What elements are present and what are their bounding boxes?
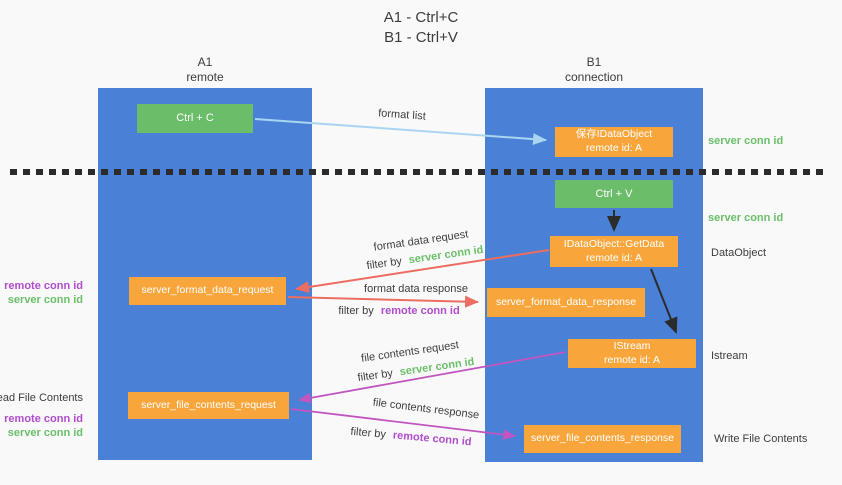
istream-line2: remote id: A bbox=[603, 353, 661, 366]
server-file-contents-response-box: server_file_contents_response bbox=[524, 425, 681, 453]
title-line-1: A1 - Ctrl+C bbox=[383, 9, 459, 26]
server-conn-id-key: server conn id bbox=[398, 355, 476, 379]
getdata-box: IDataObject::GetData remote id: A bbox=[550, 236, 678, 267]
ctrl-v-label: Ctrl + V bbox=[595, 187, 633, 200]
filter-by-text: filter by bbox=[338, 305, 374, 317]
left-column-subtitle: remote bbox=[186, 70, 224, 84]
server-conn-id-label-mid: server conn id bbox=[708, 212, 784, 224]
istream-side-label: Istream bbox=[711, 350, 748, 362]
getdata-line1: IDataObject::GetData bbox=[563, 237, 665, 250]
server-format-data-request-label: server_format_data_request bbox=[141, 284, 274, 297]
dataobject-label: DataObject bbox=[711, 247, 767, 259]
ctrl-v-box: Ctrl + V bbox=[555, 180, 673, 208]
left-column-name: A1 bbox=[197, 55, 213, 69]
remote-conn-id-key: remote conn id bbox=[380, 305, 460, 317]
remote-conn-id-key: remote conn id bbox=[392, 429, 472, 449]
right-column-header: B1 connection bbox=[485, 55, 703, 85]
server-conn-id-label-top: server conn id bbox=[708, 135, 784, 147]
format-list-label: format list bbox=[377, 107, 427, 123]
diagram-title: A1 - Ctrl+C B1 - Ctrl+V bbox=[0, 8, 842, 47]
format-data-response-label: format data response bbox=[364, 283, 468, 295]
server-format-data-request-box: server_format_data_request bbox=[129, 277, 286, 305]
save-idataobject-line1: 保存IDataObject bbox=[575, 128, 653, 141]
filter-by-text: filter by bbox=[365, 255, 403, 273]
right-column-subtitle: connection bbox=[564, 70, 624, 84]
filter-by-text: filter by bbox=[356, 367, 394, 385]
server-conn-id-label-format: server conn id bbox=[7, 294, 83, 306]
filter-by-text: filter by bbox=[350, 425, 387, 441]
remote-conn-id-label-file: remote conn id bbox=[4, 413, 83, 425]
save-idataobject-line2: remote id: A bbox=[585, 142, 643, 154]
ctrl-c-label: Ctrl + C bbox=[176, 112, 214, 125]
right-column-name: B1 bbox=[586, 55, 602, 69]
format-request-to-response-arrow bbox=[287, 295, 479, 308]
file-contents-response-label: file contents response bbox=[372, 396, 480, 422]
istream-line1: IStream bbox=[613, 339, 651, 352]
istream-box: IStream remote id: A bbox=[568, 339, 696, 368]
write-file-contents-label: Write File Contents bbox=[714, 433, 808, 445]
getdata-line2: remote id: A bbox=[585, 251, 643, 264]
server-file-contents-request-label: server_file_contents_request bbox=[141, 398, 276, 411]
boundary-dashed-line bbox=[10, 169, 828, 175]
server-file-contents-response-label: server_file_contents_response bbox=[530, 432, 674, 445]
server-file-contents-request-box: server_file_contents_request bbox=[128, 392, 289, 419]
ctrl-c-box: Ctrl + C bbox=[137, 104, 253, 133]
save-idataobject-box: 保存IDataObject remote id: A bbox=[555, 127, 673, 157]
title-line-2: B1 - Ctrl+V bbox=[384, 28, 458, 46]
remote-conn-id-label-format: remote conn id bbox=[4, 280, 83, 292]
left-column-header: A1 remote bbox=[98, 55, 312, 85]
file-response-filter-label: filter by remote conn id bbox=[350, 426, 472, 449]
server-format-data-response-label: server_format_data_response bbox=[495, 295, 637, 308]
format-response-filter-label: filter by remote conn id bbox=[338, 305, 459, 317]
server-conn-id-label-file: server conn id bbox=[7, 427, 83, 439]
read-file-contents-label: Read File Contents bbox=[0, 392, 83, 404]
server-format-data-response-box: server_format_data_response bbox=[487, 288, 645, 317]
